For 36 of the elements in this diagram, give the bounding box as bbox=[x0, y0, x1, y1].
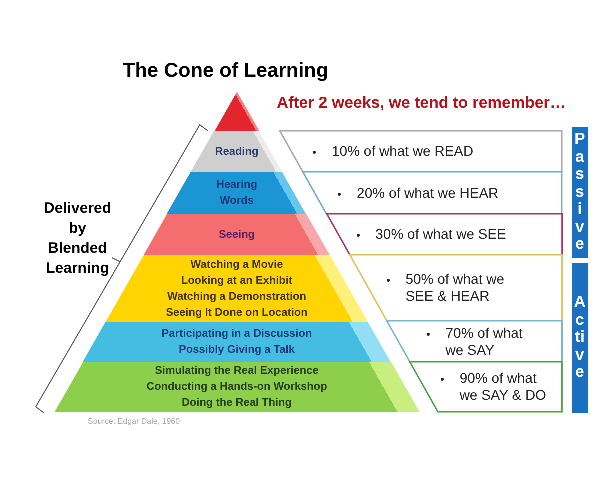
retention-box bbox=[386, 321, 562, 362]
category-bar bbox=[572, 263, 588, 413]
vertical-text: Active bbox=[574, 294, 586, 382]
retention-text: 70% of what we SAY bbox=[446, 324, 524, 358]
band-text: Looking at an Exhibit bbox=[181, 274, 293, 288]
pyramid-band bbox=[83, 322, 391, 362]
band-text: Participating in a Discussion bbox=[162, 327, 312, 342]
retention-box bbox=[280, 131, 562, 172]
subtitle: After 2 weeks, we tend to remember… bbox=[277, 94, 566, 114]
retention-box bbox=[350, 255, 562, 321]
band-text: Conducting a Hands-on Workshop bbox=[146, 380, 328, 395]
retention-box bbox=[303, 172, 562, 214]
source-note: Source: Edgar Dale, 1960 bbox=[88, 416, 180, 428]
band-text: Doing the Real Thing bbox=[182, 396, 292, 411]
pyramid-band bbox=[167, 172, 307, 214]
retention-text: 20% of what we HEAR bbox=[357, 184, 499, 202]
vertical-text: Passive bbox=[574, 130, 586, 254]
retention-text: 50% of what we SEE & HEAR bbox=[406, 271, 506, 305]
band-text: Hearing Words bbox=[216, 178, 258, 209]
band-text: Seeing It Done on Location bbox=[166, 306, 308, 320]
retention-box bbox=[326, 214, 562, 255]
band-text: Watching a Movie bbox=[190, 258, 284, 272]
band-text: Seeing bbox=[218, 228, 256, 242]
band-text: Watching a Demonstration bbox=[168, 290, 306, 304]
category-bar bbox=[572, 127, 588, 258]
band-text: Simulating the Real Experience bbox=[155, 364, 319, 379]
title: The Cone of Learning bbox=[123, 59, 329, 84]
pyramid-band bbox=[54, 362, 420, 412]
retention-text: 90% of what we SAY & DO bbox=[460, 370, 548, 404]
cone-tip bbox=[214, 92, 260, 131]
retention-text: 10% of what we READ bbox=[332, 143, 474, 160]
band-text: Possibly Giving a Talk bbox=[179, 343, 295, 358]
retention-text: 30% of what we SEE bbox=[376, 226, 506, 243]
band-text: Reading bbox=[215, 144, 259, 160]
retention-box bbox=[410, 362, 562, 412]
side-note: Delivered by Blended Learning bbox=[44, 199, 112, 279]
